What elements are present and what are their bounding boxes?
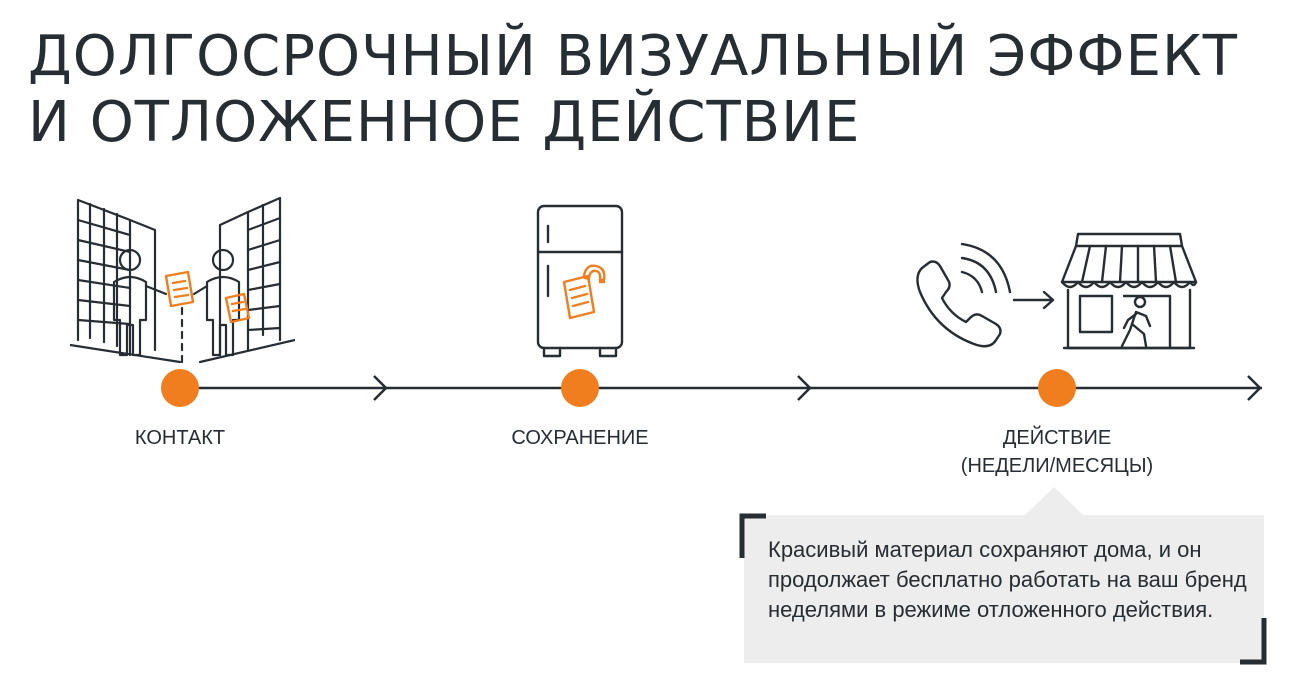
page-title-line-1: ДОЛГОСРОЧНЫЙ ВИЗУАЛЬНЫЙ ЭФФЕКТ [28, 24, 1238, 89]
step-label-contact: КОНТАКТ [134, 427, 226, 449]
phone-to-store-icon [916, 232, 1198, 350]
timeline-arrow-3 [1247, 375, 1262, 401]
note-box: Красивый материал сохраняют дома, и он п… [744, 515, 1264, 663]
page-title-line-2: И ОТЛОЖЕННОЕ ДЕЙСТВИЕ [28, 90, 861, 155]
timeline [161, 369, 1262, 407]
note-bracket-bottom-right [1240, 618, 1267, 665]
step-label-action-period: (НЕДЕЛИ/МЕСЯЦЫ) [960, 455, 1154, 477]
timeline-dot-saving [561, 369, 599, 407]
note-bracket-top-left [739, 513, 766, 558]
step-label-saving: СОХРАНЕНИЕ [511, 427, 649, 449]
page-title: ДОЛГОСРОЧНЫЙ ВИЗУАЛЬНЫЙ ЭФФЕКТ И ОТЛОЖЕН… [28, 24, 1238, 156]
note-pointer [1024, 487, 1084, 516]
timeline-dot-action [1038, 369, 1076, 407]
note-text: Красивый материал сохраняют дома, и он п… [768, 537, 1247, 622]
timeline-arrow-1 [373, 375, 388, 401]
two-people-street-icon [70, 196, 295, 365]
timeline-dot-contact [161, 369, 199, 407]
timeline-arrow-2 [797, 375, 812, 401]
step-label-action: ДЕЙСТВИЕ [1002, 427, 1112, 449]
fridge-magnet-icon [536, 204, 624, 358]
